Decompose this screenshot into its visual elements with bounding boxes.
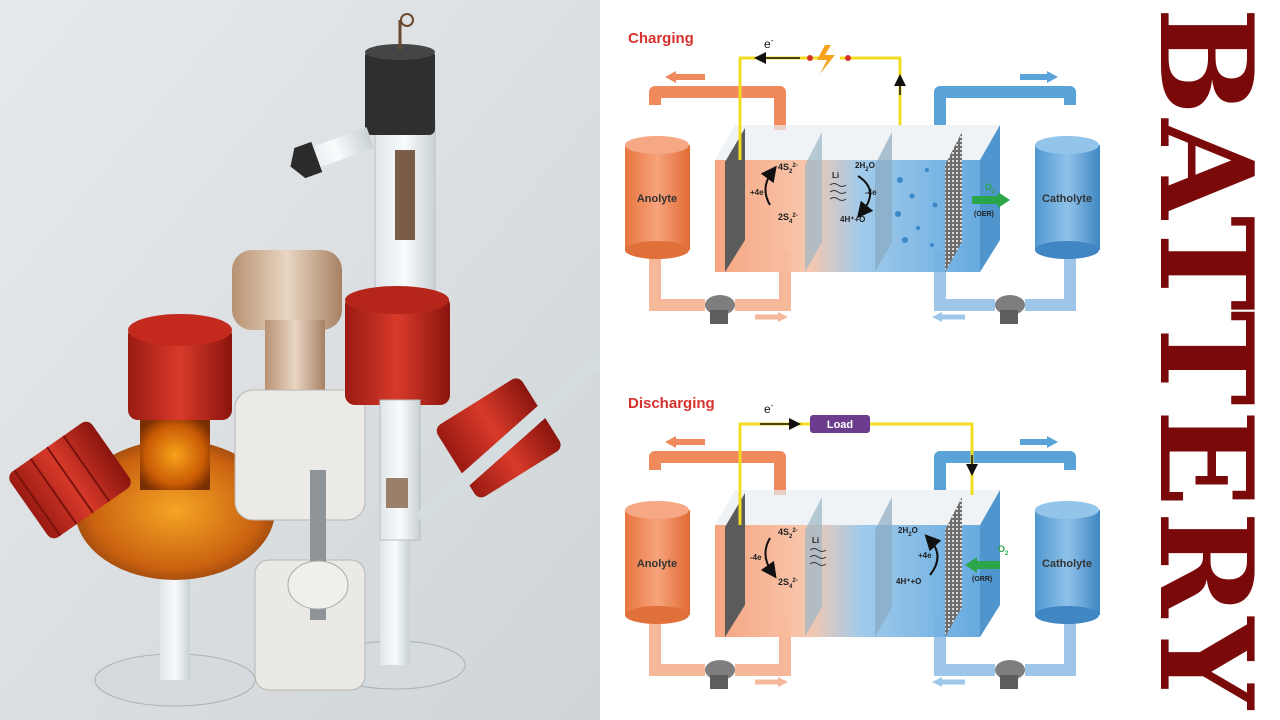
charging-reaction-bottom: 2S42- <box>778 212 798 225</box>
discharging-orr-label: (ORR) <box>972 576 992 583</box>
load-label: Load <box>827 419 853 431</box>
discharging-minus4e: -4e <box>750 553 762 562</box>
discharging-anolyte-label: Anolyte <box>637 558 677 570</box>
charging-protons-label: 4H⁺+O <box>840 215 865 224</box>
charging-panel: Charging Anolyte Catholyte <box>625 30 1100 324</box>
flow-cell-photo <box>0 0 600 720</box>
charging-o2-label: O2 <box>985 182 996 195</box>
charging-li-label: Li <box>832 171 839 180</box>
discharging-left-pump-icon <box>705 660 735 689</box>
discharging-reaction-top: 4S22- <box>778 527 798 540</box>
discharging-o2-label: O2 <box>998 544 1009 557</box>
charging-electron-label: e- <box>764 36 774 51</box>
discharging-panel: Discharging Anolyte Catholyte <box>625 395 1100 689</box>
charging-plus4e: +4e <box>750 188 764 197</box>
discharging-catholyte-label: Catholyte <box>1042 558 1092 570</box>
discharging-title: Discharging <box>628 395 715 412</box>
charging-reaction-top: 4S22- <box>778 162 798 175</box>
discharging-electron-label: e- <box>764 401 774 416</box>
flow-battery-diagram: Charging Anolyte Catholyte <box>625 30 1100 689</box>
charging-oer-label: (OER) <box>974 211 994 218</box>
discharging-protons-label: 4H⁺+O <box>896 577 921 586</box>
power-source-icon <box>817 45 835 74</box>
charging-right-pump-icon <box>995 295 1025 324</box>
charging-anolyte-label: Anolyte <box>637 193 677 205</box>
charging-water-label: 2H2O <box>855 161 875 173</box>
discharging-plus4e: +4e <box>918 551 932 560</box>
load-box <box>810 415 870 433</box>
charging-left-pump-icon <box>705 295 735 324</box>
charging-catholyte-label: Catholyte <box>1042 193 1092 205</box>
discharging-li-label: Li <box>812 536 819 545</box>
charging-title: Charging <box>628 30 694 47</box>
battery-title: BATTERY <box>1130 7 1280 713</box>
discharging-o2-arrow-icon <box>965 557 977 573</box>
discharging-right-pump-icon <box>995 660 1025 689</box>
discharging-water-label: 2H2O <box>898 526 918 538</box>
charging-o2-arrow-icon <box>998 192 1010 208</box>
brand-strip: BATTERY <box>1130 0 1280 720</box>
charging-minus4e: -4e <box>865 188 877 197</box>
discharging-reaction-bottom: 2S42- <box>778 577 798 590</box>
